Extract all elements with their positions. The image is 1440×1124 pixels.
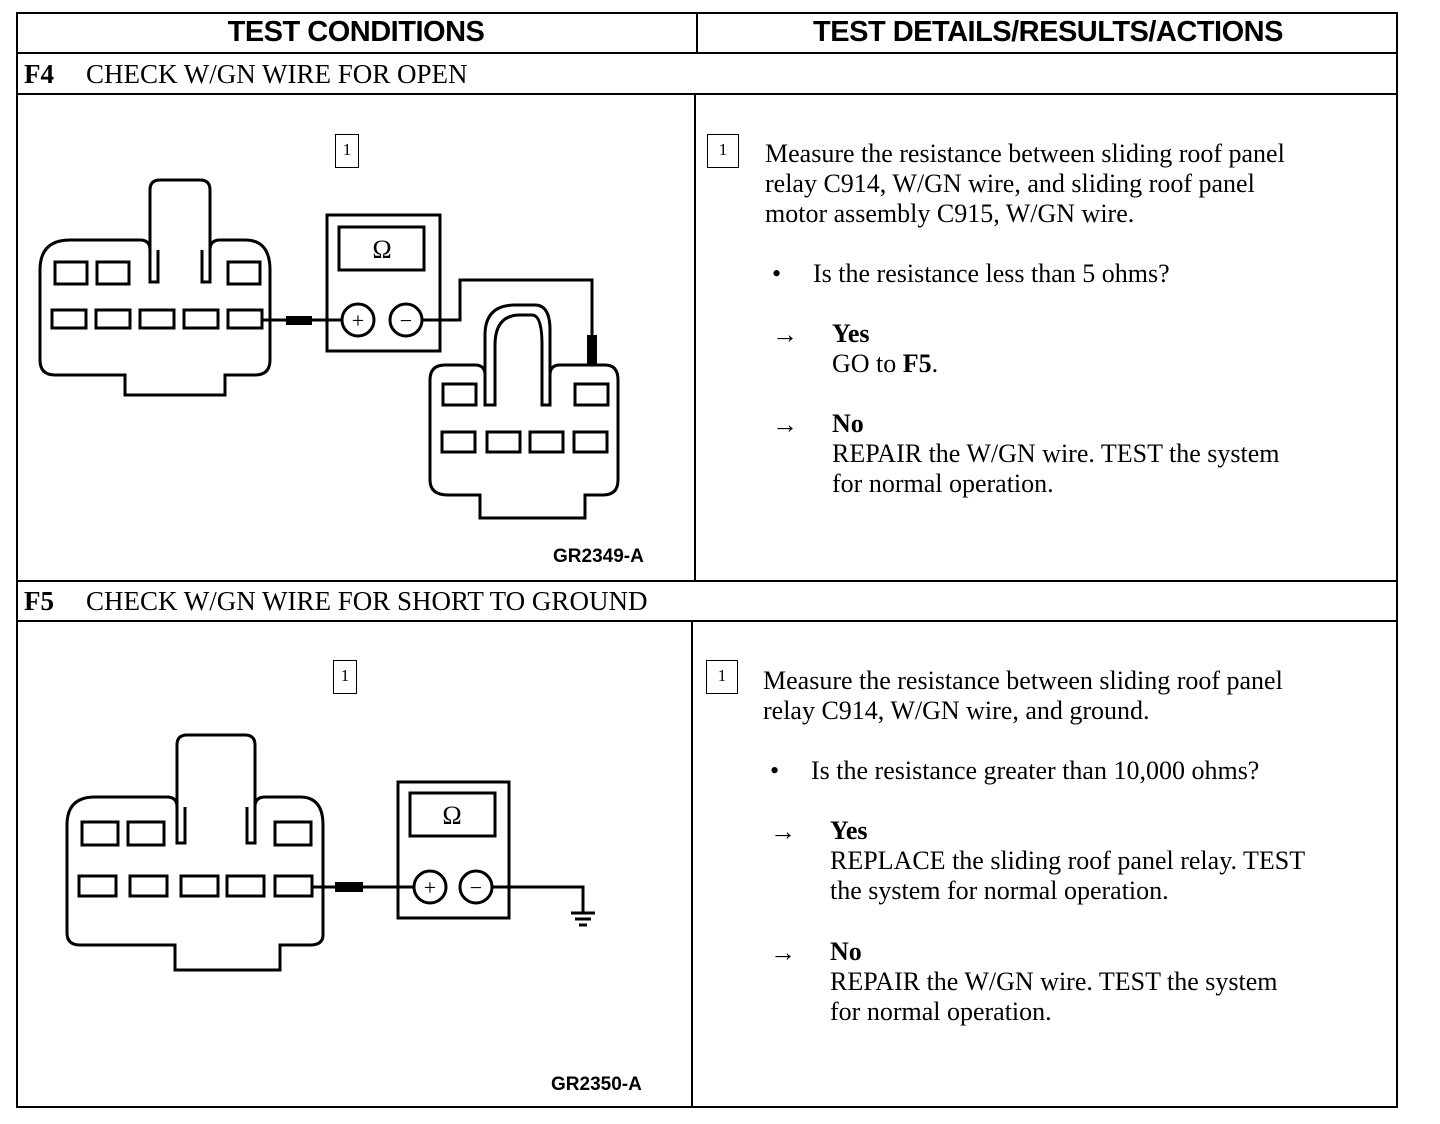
f4-instruction-line: relay C914, W/GN wire, and sliding roof … [765, 169, 1255, 198]
f5-bullet: • [770, 756, 780, 785]
f5-title-rule [16, 620, 1398, 622]
f4-instruction-line: motor assembly C915, W/GN wire. [765, 199, 1135, 228]
f5-step-id: F5 [24, 585, 54, 616]
f4-yes-action: GO to F5. [832, 349, 938, 378]
f4-minus-terminal: − [400, 308, 412, 333]
f5-details-step-box: 1 [706, 660, 738, 694]
f5-instruction: Measure the resistance between sliding r… [763, 666, 1283, 726]
header-divider [696, 12, 698, 54]
f5-plus-terminal: + [424, 875, 436, 900]
table-frame [16, 12, 1398, 1108]
f5-no-action-line: for normal operation. [830, 997, 1052, 1026]
f4-yes-action-end: . [931, 349, 939, 378]
f4-ohm-symbol: Ω [372, 235, 391, 264]
f4-yes-action-target: F5 [902, 349, 932, 378]
f4-figure-code: GR2349-A [553, 546, 644, 567]
header-test-conditions: TEST CONDITIONS [227, 15, 485, 48]
f5-yes-action-line: REPLACE the sliding roof panel relay. TE… [830, 846, 1306, 875]
header-bottom-rule [16, 52, 1398, 54]
f4-instruction-line: Measure the resistance between sliding r… [765, 139, 1285, 168]
header-test-details: TEST DETAILS/RESULTS/ACTIONS [813, 15, 1283, 48]
f4-title-rule [16, 93, 1398, 95]
f4-diagram-step-box: 1 [335, 134, 359, 168]
f5-column-divider [691, 620, 693, 1108]
f4-yes-arrow: → [772, 320, 798, 349]
f5-no-arrow: → [770, 938, 796, 967]
f4-column-divider [694, 93, 696, 581]
f4-instruction: Measure the resistance between sliding r… [765, 139, 1285, 229]
f5-yes-answer: Yes REPLACE the sliding roof panel relay… [830, 816, 1305, 906]
f4-question: Is the resistance less than 5 ohms? [813, 259, 1170, 288]
f5-no-answer: No REPAIR the W/GN wire. TEST the system… [830, 937, 1278, 1027]
f5-diagram-step-box: 1 [333, 660, 357, 694]
f4-no-label: No [832, 409, 864, 438]
f4-no-action-line: REPAIR the W/GN wire. TEST the system [832, 439, 1280, 468]
f5-no-label: No [830, 937, 862, 966]
f5-top-rule [16, 580, 1398, 582]
f4-yes-answer: Yes GO to F5. [832, 319, 938, 379]
f4-no-action-line: for normal operation. [832, 469, 1054, 498]
f5-yes-label: Yes [830, 816, 868, 845]
f4-details-step-box: 1 [707, 134, 739, 168]
f4-section-title: F4 CHECK W/GN WIRE FOR OPEN [24, 55, 468, 93]
f5-ohm-symbol: Ω [442, 801, 461, 830]
f5-instruction-line: Measure the resistance between sliding r… [763, 666, 1283, 695]
f5-step-title: CHECK W/GN WIRE FOR SHORT TO GROUND [86, 585, 648, 616]
f5-instruction-line: relay C914, W/GN wire, and ground. [763, 696, 1150, 725]
f5-no-action-line: REPAIR the W/GN wire. TEST the system [830, 967, 1278, 996]
f4-connector-diagram: Ω + − [38, 178, 620, 520]
f4-step-title: CHECK W/GN WIRE FOR OPEN [86, 58, 468, 89]
f5-yes-action-line: the system for normal operation. [830, 876, 1169, 905]
f5-minus-terminal: − [470, 875, 482, 900]
f5-question: Is the resistance greater than 10,000 oh… [811, 756, 1260, 785]
f4-no-answer: No REPAIR the W/GN wire. TEST the system… [832, 409, 1280, 499]
f5-connector-diagram: Ω + − [65, 733, 595, 972]
f4-yes-action-text: GO to [832, 349, 903, 378]
f5-yes-arrow: → [770, 817, 796, 846]
f5-figure-code: GR2350-A [551, 1074, 642, 1095]
f4-no-arrow: → [772, 410, 798, 439]
f4-yes-label: Yes [832, 319, 870, 348]
f4-plus-terminal: + [352, 308, 364, 333]
f5-section-title: F5 CHECK W/GN WIRE FOR SHORT TO GROUND [24, 582, 647, 620]
f4-step-id: F4 [24, 58, 54, 89]
f4-bullet: • [772, 259, 782, 288]
